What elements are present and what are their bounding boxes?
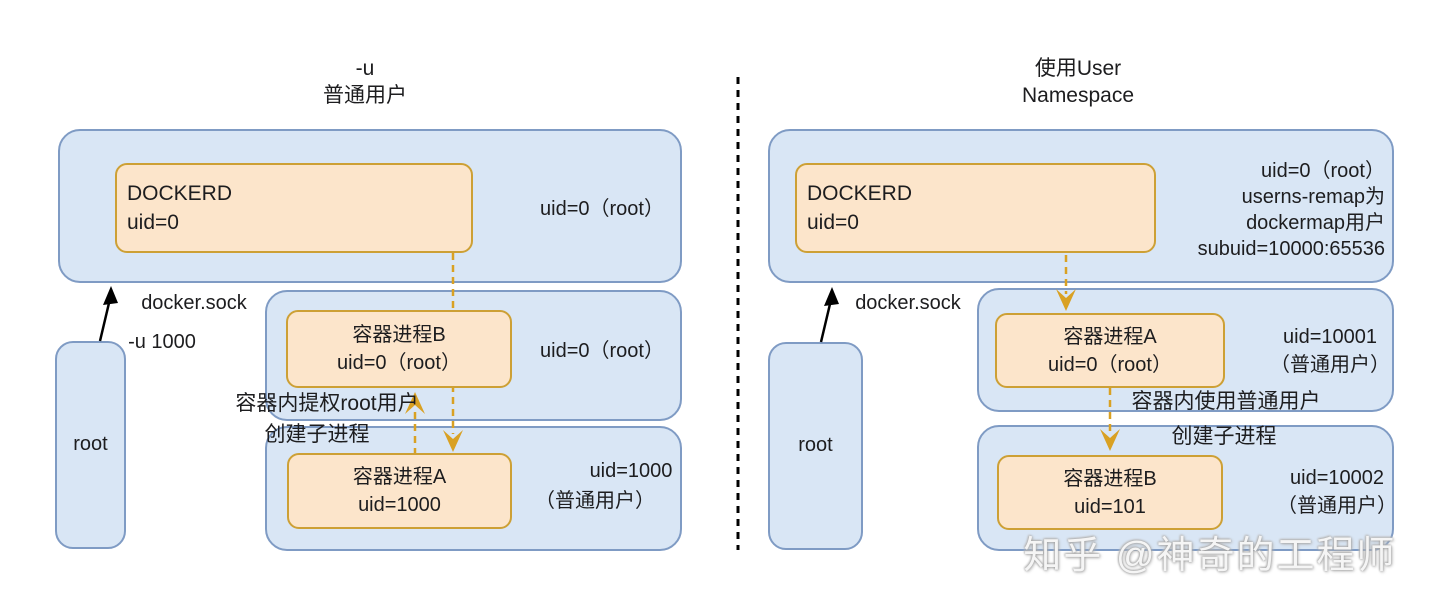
right-dockerd-box: DOCKERD uid=0 [795,163,1156,253]
annotation-line: userns-remap为 [1241,186,1385,208]
annotation-line: （普通用户） [1270,354,1390,376]
process-name: 容器进程B [1063,467,1157,490]
left-spawn-arrow-head [443,430,463,452]
process-name: 容器进程A [352,466,447,488]
left-dockerd-box: DOCKERD uid=0 [115,163,473,253]
annotation-line: uid=10002 [1290,467,1384,489]
right-socket-arrow-line [819,303,832,343]
right-root-client-box [768,342,863,550]
left-docker-sock-label: docker.sock [141,292,247,314]
process-name: 容器进程B [352,324,446,346]
left-host-uid-annotation: uid=0（root） [540,198,664,220]
left-root-label: root [73,433,108,455]
process-uid: uid=101 [1074,495,1146,518]
left-container-b-uid-annotation: uid=0（root） [540,340,664,362]
right-socket-arrow-head [824,287,839,306]
left-title-line1: -u [355,57,375,80]
right-root-label: root [798,434,833,456]
process-uid: uid=0（root） [337,352,461,374]
left-note-line1: 容器内提权root用户 [235,392,419,415]
right-child-arrow-head [1100,429,1120,451]
zhihu-watermark: 知乎 @神奇的工程师 [1023,535,1397,577]
left-run-flag-label: -u 1000 [128,331,196,353]
right-note-line2: 创建子进程 [1171,425,1277,448]
process-uid: uid=0 [127,211,179,234]
left-title-line2: 普通用户 [323,84,407,107]
annotation-line: （普通用户） [1277,495,1397,517]
left-socket-arrow-line [98,302,111,342]
left-container-process-b-box: 容器进程B uid=0（root） [286,310,512,388]
right-container-b-uid-annotation: uid=10002 （普通用户） [1257,464,1417,520]
annotation-line: dockermap用户 [1246,212,1385,234]
process-uid: uid=1000 [358,494,441,516]
annotation-line: uid=0（root） [1261,160,1385,182]
right-docker-sock-label: docker.sock [855,292,961,314]
left-root-client-box [55,341,126,549]
process-name: DOCKERD [127,182,233,205]
process-uid: uid=0（root） [1048,353,1172,376]
right-panel-title: 使用User Namespace [978,55,1178,109]
left-container-a-uid-annotation-line1: uid=1000 [589,460,673,482]
process-name: DOCKERD [807,182,913,205]
right-container-process-a-box: 容器进程A uid=0（root） [995,313,1225,388]
right-host-uid-annotation: uid=0（root） userns-remap为 dockermap用户 su… [1160,158,1385,262]
right-title-line1: 使用User [1034,57,1122,80]
right-note-line1: 容器内使用普通用户 [1131,390,1321,413]
right-container-process-b-box: 容器进程B uid=101 [997,455,1223,530]
right-spawn-arrow-head [1056,289,1076,311]
annotation-line: subuid=10000:65536 [1197,238,1385,260]
left-container-a-uid-annotation-line2: （普通用户） [535,490,655,512]
process-name: 容器进程A [1063,325,1157,348]
left-container-process-a-box: 容器进程A uid=1000 [287,453,512,529]
left-socket-arrow-head [103,286,118,305]
left-escalate-arrow-head [405,392,425,414]
left-panel-title: -u 普通用户 [265,55,465,109]
process-uid: uid=0 [807,211,859,234]
annotation-line: uid=10001 [1283,326,1377,348]
right-title-line2: Namespace [1021,84,1135,107]
right-container-a-uid-annotation: uid=10001 （普通用户） [1250,323,1410,379]
left-note-line2: 创建子进程 [264,423,370,446]
